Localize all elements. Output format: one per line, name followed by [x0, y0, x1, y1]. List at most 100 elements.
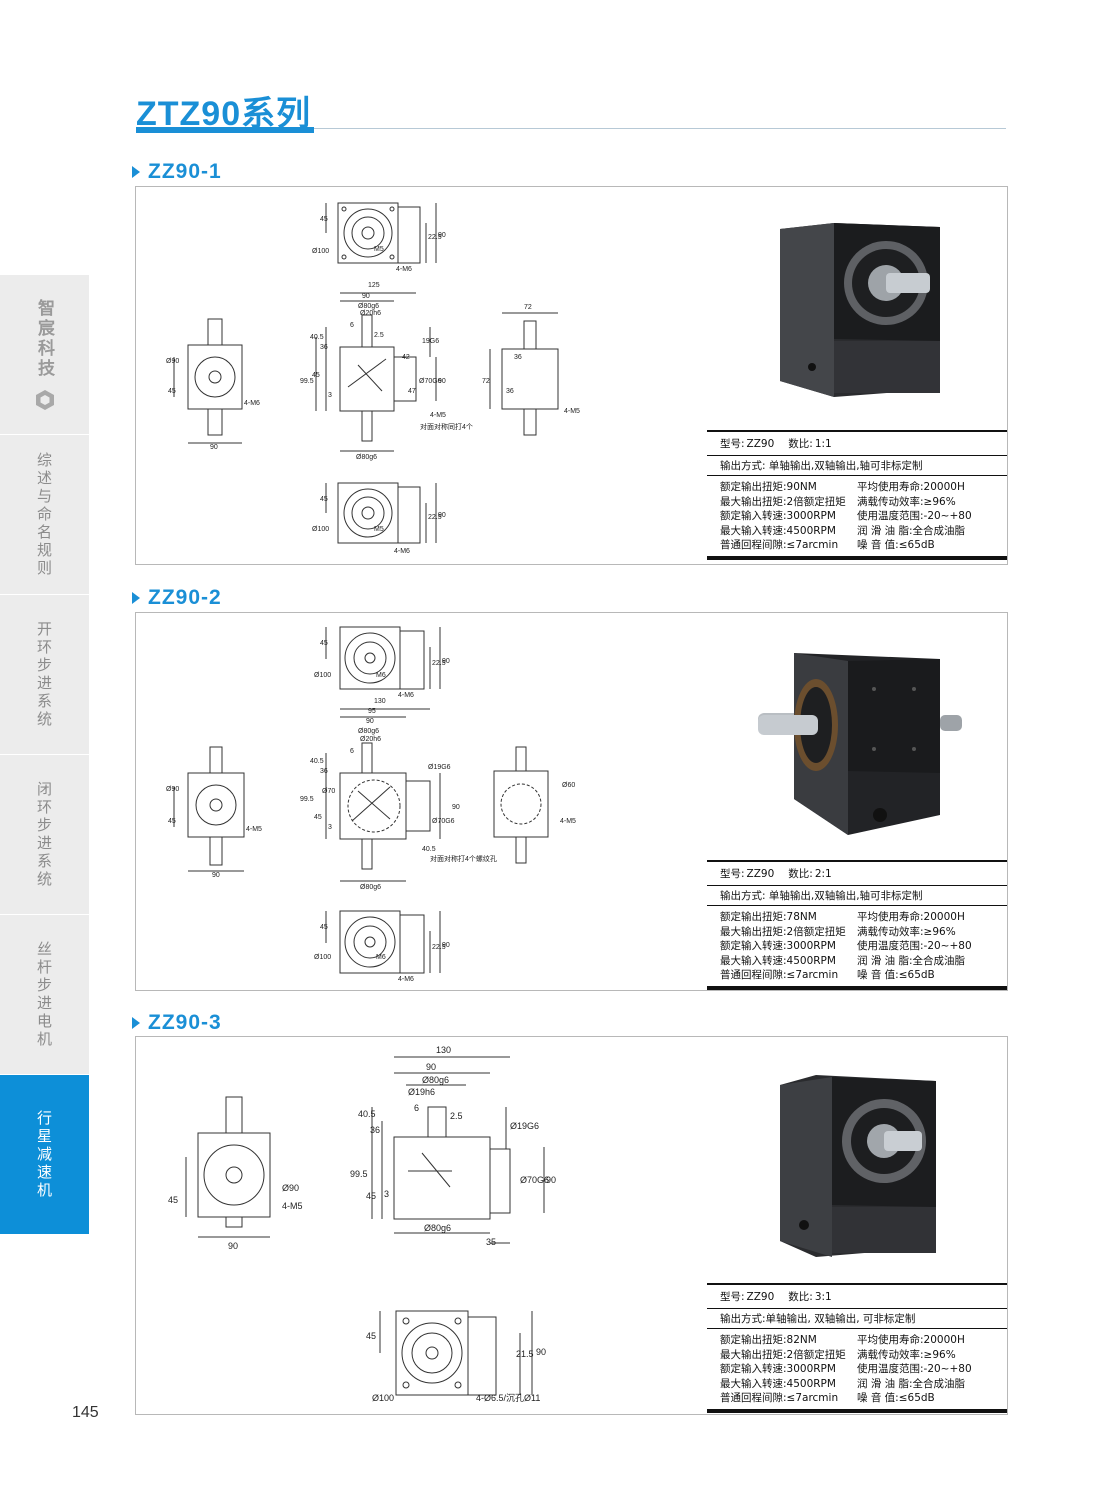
dim-label: 4-M5 — [560, 818, 576, 825]
dim-label: 125 — [368, 282, 380, 289]
dimension-drawing: 45 Ø100 M6 22.5 90 4-M6 Ø90 45 4-M5 90 1… — [166, 626, 576, 983]
dim-label: Ø19G6 — [510, 1121, 539, 1131]
spec-cell: 额定输出扭矩:82NM — [720, 1334, 817, 1346]
dim-label: Ø100 — [312, 526, 329, 533]
dim-label: 36 — [320, 768, 328, 775]
sidebar-item-lead-screw[interactable]: 丝杆步进电机 — [0, 915, 89, 1074]
dim-label: 99.5 — [350, 1169, 368, 1179]
product-panel-zz90-3: Ø90 4-M5 45 90 130 90 Ø80g6 Ø19h6 6 2.5 … — [135, 1036, 1008, 1415]
dim-label: M5 — [374, 526, 384, 533]
section-title: ZZ90-1 — [148, 160, 222, 183]
product-panel-zz90-2: 45 Ø100 M6 22.5 90 4-M6 Ø90 45 4-M5 90 1… — [135, 612, 1008, 991]
dim-label: 3 — [328, 824, 332, 831]
dim-label: M5 — [374, 246, 384, 253]
dim-label: Ø80g6 — [424, 1223, 451, 1233]
spec-cell: 使用温度范围:-20~+80 — [857, 940, 972, 952]
dim-label: 36 — [506, 388, 514, 395]
dim-label: 4-M6 — [244, 400, 260, 407]
dim-label: 36 — [514, 354, 522, 361]
section-title: ZZ90-2 — [148, 586, 222, 609]
dim-label: 6 — [350, 748, 354, 755]
dim-label: Ø80g6 — [358, 303, 379, 310]
spec-cell: 噪 音 值:≤65dB — [857, 1392, 935, 1404]
dim-label: 72 — [524, 304, 532, 311]
triangle-bullet-icon — [132, 592, 140, 604]
dim-label: 6 — [350, 322, 354, 329]
dim-label: Ø90 — [166, 786, 179, 793]
title-underline — [136, 127, 314, 133]
ratio-label: 数比: — [788, 868, 813, 880]
spec-cell: 普通回程间隙:≤7arcmin — [720, 1392, 839, 1404]
sidebar: 智宸科技 综述与命名规则 开环步进系统 闭环步进系统 丝杆步进电机 行星减速机 — [0, 275, 89, 1235]
dim-label: Ø80g6 — [356, 454, 377, 461]
dim-label: Ø80g6 — [358, 728, 379, 735]
dim-label: Ø19h6 — [408, 1087, 435, 1097]
dim-label: Ø70G6 — [520, 1175, 549, 1185]
title-divider — [314, 128, 1006, 129]
spec-cell: 噪 音 值:≤65dB — [857, 969, 935, 981]
dim-label: 3 — [384, 1189, 389, 1199]
spec-cell: 最大输出扭矩:2倍额定扭矩 — [720, 925, 846, 938]
dim-label: Ø100 — [314, 954, 331, 961]
dim-label: 4-M5 — [564, 408, 580, 415]
ratio-label: 数比: — [788, 1291, 813, 1303]
dim-label: Ø70G6 — [419, 378, 442, 385]
spec-cell: 润 滑 油 脂:全合成油脂 — [857, 954, 966, 967]
spec-cell: 使用温度范围:-20~+80 — [857, 1363, 972, 1375]
dim-label: Ø80g6 — [360, 884, 381, 891]
spec-cell: 润 滑 油 脂:全合成油脂 — [857, 524, 966, 537]
model-label: 型号: — [720, 438, 745, 450]
dim-label: 4-M5 — [430, 412, 446, 419]
spec-cell: 额定输出扭矩:90NM — [720, 481, 817, 493]
dim-label: 45 — [320, 216, 328, 223]
dimension-drawing: Ø90 4-M5 45 90 130 90 Ø80g6 Ø19h6 6 2.5 … — [168, 1045, 556, 1403]
dim-label: 45 — [366, 1331, 376, 1341]
dim-label: Ø90 — [282, 1183, 299, 1193]
dim-label: 42 — [402, 354, 410, 361]
dim-label: 47 — [408, 388, 416, 395]
sidebar-brand: 智宸科技 — [0, 275, 89, 434]
ratio-value: 2:1 — [814, 868, 832, 880]
spec-cell: 最大输入转速:4500RPM — [720, 1377, 836, 1390]
dim-label: 21.5 — [516, 1349, 534, 1359]
dim-label: Ø19G6 — [428, 764, 451, 771]
spec-row: 最大输出扭矩:2倍额定扭矩满载传动效率:≥96% — [707, 495, 1007, 510]
model-value: ZZ90 — [746, 868, 775, 880]
dim-label: 2.5 — [450, 1111, 463, 1121]
sidebar-item-closed-loop[interactable]: 闭环步进系统 — [0, 755, 89, 914]
dim-label: 90 — [366, 718, 374, 725]
dim-label: Ø60 — [562, 782, 575, 789]
sidebar-item-planetary[interactable]: 行星减速机 — [0, 1075, 89, 1234]
spec-row: 普通回程间隙:≤7arcmin 噪 音 值:≤65dB — [707, 1391, 1007, 1406]
dim-label: 4-Ø6.5/沉孔Ø11 — [476, 1393, 540, 1403]
dim-label: 90 — [210, 444, 218, 451]
sidebar-item-naming[interactable]: 综述与命名规则 — [0, 435, 89, 594]
spec-cell: 满载传动效率:≥96% — [857, 495, 956, 508]
spec-cell: 最大输入转速:4500RPM — [720, 524, 836, 537]
dim-label: 45 — [366, 1191, 376, 1201]
ratio-value: 1:1 — [814, 438, 832, 450]
page-title: ZTZ90系列 — [136, 95, 312, 133]
dim-label: 19G6 — [422, 338, 439, 345]
dim-label: 4-M5 — [282, 1201, 303, 1211]
dim-label: 90 — [438, 512, 446, 519]
product-photo — [780, 223, 940, 397]
dim-label: 40.5 — [310, 758, 324, 765]
dim-label: 45 — [168, 388, 176, 395]
dim-label: 22.5 — [428, 514, 442, 521]
dim-label: 90 — [442, 942, 450, 949]
dim-label: 90 — [426, 1062, 436, 1072]
spec-cell: 额定输出扭矩:78NM — [720, 911, 817, 923]
sidebar-item-open-loop[interactable]: 开环步进系统 — [0, 595, 89, 754]
dim-label: 90 — [452, 804, 460, 811]
triangle-bullet-icon — [132, 1017, 140, 1029]
spec-output: 输出方式:单轴输出, 双轴输出, 可非标定制 — [707, 1309, 1007, 1329]
dim-label: Ø20h6 — [360, 736, 381, 743]
dim-label: Ø80g6 — [422, 1075, 449, 1085]
dim-label: 99.5 — [300, 796, 314, 803]
